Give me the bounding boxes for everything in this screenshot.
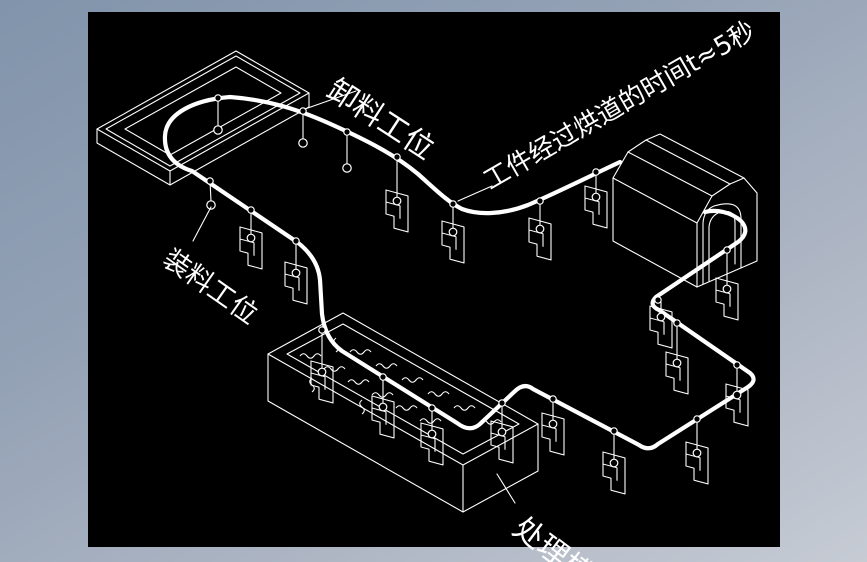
hook-hanger — [725, 361, 749, 427]
hook-hanger — [284, 237, 308, 305]
hook-hanger — [541, 395, 565, 456]
hook-hanger — [528, 197, 552, 261]
hook-hanger — [490, 399, 514, 464]
drying-tunnel[interactable] — [612, 133, 758, 288]
leader-tank — [496, 473, 516, 504]
hook-hanger — [584, 168, 608, 229]
hook-hanger — [715, 246, 739, 321]
leader-lines — [192, 90, 516, 504]
leader-unloading — [304, 90, 357, 110]
hook-hanger — [239, 206, 263, 270]
conveyor-track[interactable] — [162, 94, 756, 451]
treatment-tank[interactable] — [267, 312, 539, 513]
empty-hanger — [342, 128, 352, 173]
hook-hanger — [310, 326, 334, 404]
hangers-group[interactable] — [206, 94, 749, 495]
hook-hanger — [441, 200, 465, 264]
leader-loading — [192, 206, 212, 242]
hook-hanger — [371, 373, 395, 439]
empty-hanger — [298, 107, 308, 148]
leader-time — [457, 185, 493, 202]
hook-hanger — [420, 404, 444, 466]
hook-hanger — [602, 427, 626, 495]
empty-hanger — [206, 177, 216, 210]
hook-hanger — [685, 415, 709, 485]
empty-hanger — [213, 94, 223, 135]
hook-hanger — [665, 319, 689, 395]
hook-hanger — [385, 153, 409, 233]
hook-hanger — [649, 296, 673, 349]
